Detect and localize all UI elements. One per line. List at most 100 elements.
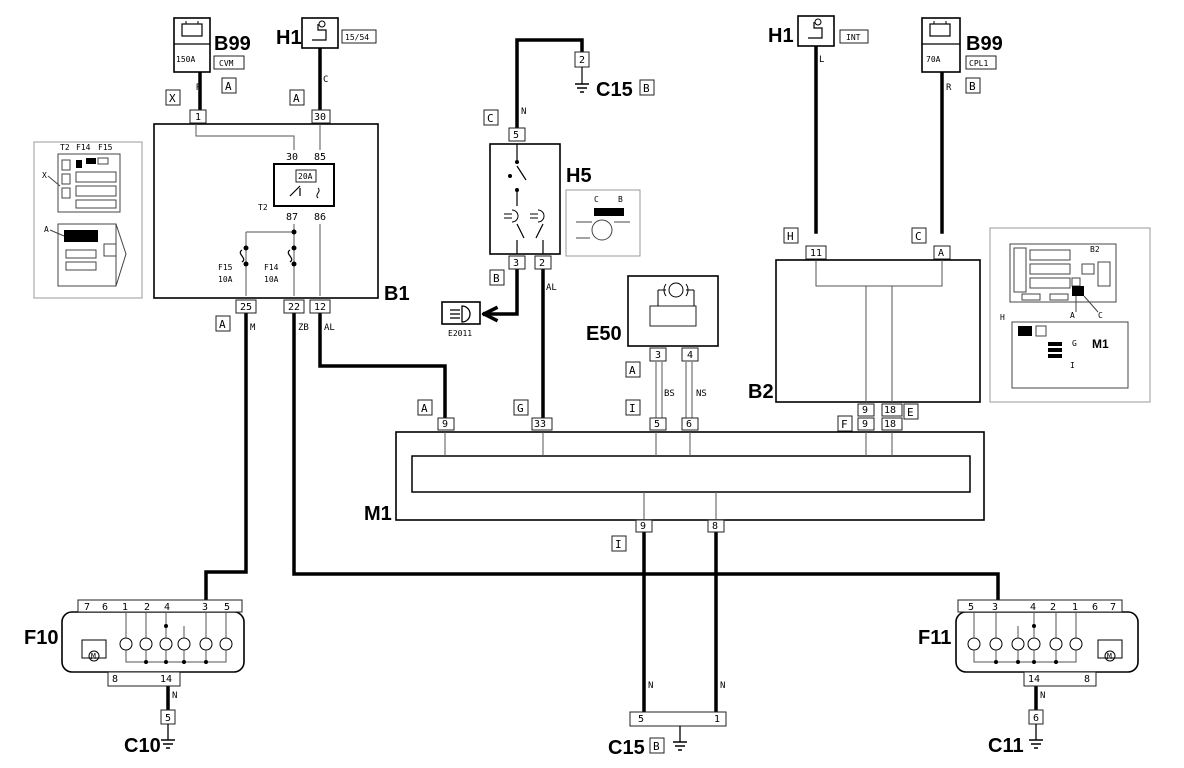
diagram-label: B1 [384, 283, 410, 305]
diagram-label: 15/54 [345, 33, 369, 42]
diagram-label: E50 [586, 323, 622, 345]
diagram-label: C [323, 75, 328, 85]
diagram-label: G [517, 402, 524, 415]
diagram-label: 10A [218, 275, 233, 284]
diagram-label: T2 [258, 203, 268, 212]
ignition-switch-h1-left: H1 15/54 C [276, 17, 377, 85]
b1-location-inset: T2 F14 F15 X A [33, 141, 143, 299]
diagram-label: 30 [314, 112, 326, 123]
headlamp-e2011: E2011 [441, 301, 481, 338]
wire-h5-e2011 [488, 256, 519, 316]
highbeam-icon [530, 209, 545, 223]
diagram-label: 33 [534, 419, 546, 430]
diagram-label: 6 [1033, 713, 1039, 724]
diagram-label: 7 [84, 602, 90, 613]
diagram-label: 1 [195, 112, 201, 123]
diagram-label: 14 [160, 674, 172, 685]
diagram-label: 9 [862, 419, 868, 430]
diagram-label: C [915, 230, 922, 243]
motor-icon [1097, 639, 1123, 659]
diagram-label: H [1000, 313, 1005, 322]
diagram-label: 6 [102, 602, 108, 613]
diagram-label: 1 [1072, 602, 1078, 613]
diagram-label: 2 [1050, 602, 1056, 613]
diagram-label: 4 [164, 602, 170, 613]
diagram-label: INT [846, 33, 861, 42]
diagram-label: N [720, 681, 725, 691]
headlamp-f11: 5 3 4 2 1 6 7 M 14 8 F11 N [918, 599, 1139, 701]
diagram-label: 3 [655, 350, 661, 361]
diagram-label: 30 [286, 152, 298, 163]
battery-icon [929, 23, 951, 37]
diagram-label: I [615, 538, 622, 551]
diagram-label: 22 [288, 302, 300, 313]
diagram-label: 9 [640, 521, 646, 532]
diagram-label: I [629, 402, 636, 415]
diagram-label: 3 [992, 602, 998, 613]
light-switch-h5: N C 5 3 2 H5 C B AL B [483, 107, 641, 293]
diagram-label: F14 [76, 143, 91, 152]
diagram-label: F11 [918, 627, 951, 649]
diagram-label: T2 [60, 143, 70, 152]
diagram-label: 87 [286, 212, 298, 223]
diagram-label: A [629, 364, 636, 377]
wire-c15-h5 [515, 38, 584, 130]
diagram-label: AL [324, 323, 335, 333]
diagram-label: 25 [240, 302, 252, 313]
fuse-box-b1: 1 30 30 85 20A T2 87 86 F15 10A F14 10A … [153, 109, 410, 314]
diagram-label: 6 [1092, 602, 1098, 613]
diagram-label: L [819, 55, 824, 65]
diagram-label: ZB [298, 323, 309, 333]
diagram-label: 5 [968, 602, 974, 613]
body-computer-b2: H C 11 A B2 9 18 E F [748, 227, 981, 432]
relay-t2 [273, 163, 335, 207]
diagram-label: A [225, 80, 232, 93]
diagram-label: C11 [988, 735, 1024, 757]
diagram-label: M [250, 323, 256, 333]
key-icon [808, 22, 823, 39]
diagram-label: F15 [218, 263, 233, 272]
diagram-label: F14 [264, 263, 279, 272]
motor-icon [81, 639, 107, 659]
diagram-label: N [172, 691, 177, 701]
diagram-label: 3 [202, 602, 208, 613]
diagram-label: 70A [926, 55, 941, 64]
diagram-label: B [969, 80, 976, 93]
diagram-label: C [594, 195, 599, 204]
diagram-label: A [44, 225, 49, 234]
wire-b1-m1 [318, 312, 447, 420]
ground-c15-top: 2 C15 B [574, 51, 655, 101]
battery-icon [181, 23, 203, 37]
diagram-label: B2 [748, 381, 774, 403]
diagram-label: 86 [314, 212, 326, 223]
diagram-label: B99 [214, 33, 251, 55]
battery-b99-left: 150A B99 CVM R [173, 17, 251, 93]
diagram-label: 1 [714, 714, 720, 725]
diagram-label: CVM [219, 59, 234, 68]
diagram-label: B [493, 272, 500, 285]
diagram-label: 2 [539, 258, 545, 269]
diagram-label: A [1070, 311, 1075, 320]
diagram-label: A [938, 248, 944, 259]
wires [166, 38, 1038, 714]
ground-c11: 6 C11 [988, 709, 1044, 757]
diagram-label: G [1072, 339, 1077, 348]
diagram-label: 18 [884, 405, 896, 416]
diagram-label: 5 [654, 419, 660, 430]
diagram-label: B99 [966, 33, 1003, 55]
diagram-label: 2 [144, 602, 150, 613]
diagram-label: B [618, 195, 623, 204]
diagram-label: BS [664, 389, 675, 399]
b2-location-inset: B2 A C H G I M1 [989, 227, 1151, 403]
ground-c15-bottom: N N 5 1 C15 B [608, 681, 727, 759]
diagram-label: X [169, 92, 176, 105]
diagram-label: N [648, 681, 653, 691]
diagram-label: 6 [686, 419, 692, 430]
diagram-label: 5 [638, 714, 644, 725]
diagram-label: 9 [862, 405, 868, 416]
key-icon [312, 24, 327, 41]
diagram-label: 5 [165, 713, 171, 724]
diagram-label: 2 [579, 55, 585, 66]
diagram-label: C [487, 112, 494, 125]
diagram-label: 9 [442, 419, 448, 430]
